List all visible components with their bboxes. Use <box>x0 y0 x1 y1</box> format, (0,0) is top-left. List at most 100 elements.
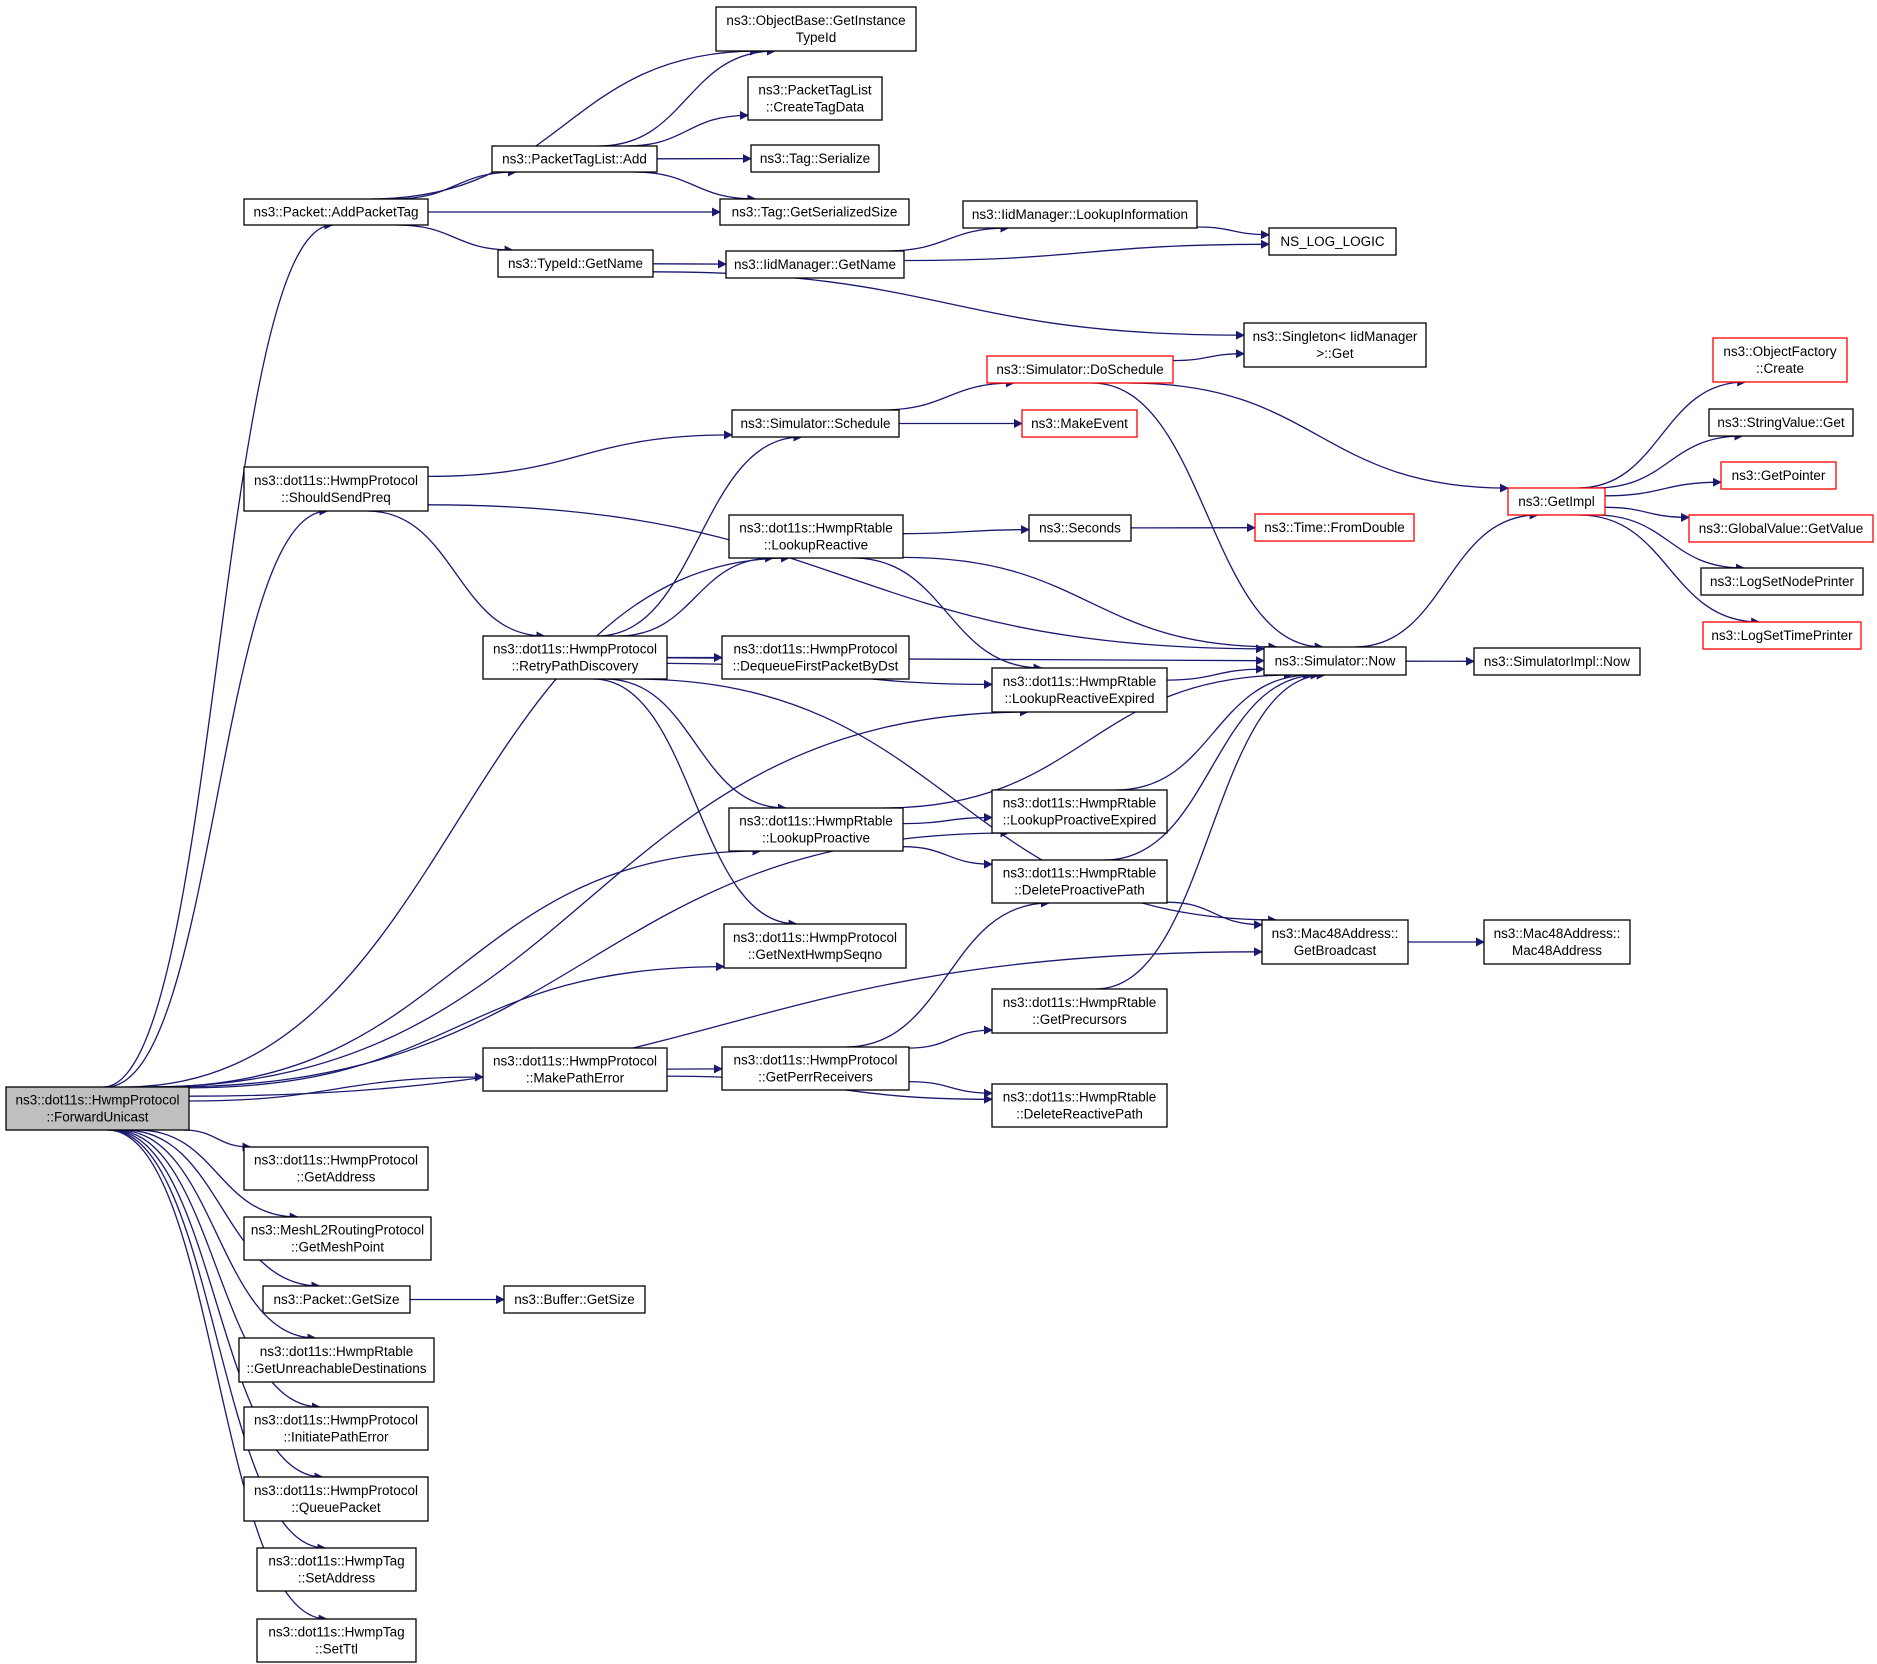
node-lookup-reactive-expired[interactable]: ns3::dot11s::HwmpRtable::LookupReactiveE… <box>991 667 1168 713</box>
edge-should_send_preq-to-simulator_schedule <box>427 430 733 478</box>
node-label-line: ::MakePathError <box>526 1071 625 1086</box>
node-label-line: ns3::dot11s::HwmpProtocol <box>15 1093 179 1108</box>
node-label-line: ns3::Mac48Address:: <box>1272 926 1399 941</box>
node-time-from-double[interactable]: ns3::Time::FromDouble <box>1254 513 1415 542</box>
edge-delete_proactive_path-to-simulator_now <box>1104 670 1320 861</box>
edge-get_impl-to-string_value_get <box>1594 431 1744 489</box>
node-lookup-proactive-expired[interactable]: ns3::dot11s::HwmpRtable::LookupProactive… <box>991 789 1168 834</box>
node-get-precursors[interactable]: ns3::dot11s::HwmpRtable::GetPrecursors <box>991 988 1168 1034</box>
edge-simulator_now-to-get_impl <box>1354 510 1539 648</box>
node-label-line: ::RetryPathDiscovery <box>512 659 639 674</box>
node-tag-get-serialized-size[interactable]: ns3::Tag::GetSerializedSize <box>719 198 910 226</box>
node-get-unreachable-destinations[interactable]: ns3::dot11s::HwmpRtable::GetUnreachableD… <box>238 1337 435 1383</box>
edge-do_schedule-to-get_impl <box>1128 382 1509 493</box>
node-log-set-node-printer[interactable]: ns3::LogSetNodePrinter <box>1700 567 1864 596</box>
node-buffer-get-size[interactable]: ns3::Buffer::GetSize <box>503 1285 646 1314</box>
edge-forward_unicast-to-hwmp_tag_set_ttl <box>107 1129 328 1624</box>
edge-packet_tag_list_add-to-tag_get_serialized_size <box>633 171 757 204</box>
node-initiate-path-error[interactable]: ns3::dot11s::HwmpProtocol::InitiatePathE… <box>243 1406 429 1451</box>
node-delete-reactive-path[interactable]: ns3::dot11s::HwmpRtable::DeleteReactiveP… <box>991 1083 1168 1128</box>
node-string-value-get[interactable]: ns3::StringValue::Get <box>1708 408 1854 437</box>
node-log-set-time-printer[interactable]: ns3::LogSetTimePrinter <box>1702 621 1862 650</box>
node-get-address[interactable]: ns3::dot11s::HwmpProtocol::GetAddress <box>243 1146 429 1191</box>
node-mac48-address[interactable]: ns3::Mac48Address::Mac48Address <box>1483 919 1631 965</box>
node-label-line: ::DeleteReactivePath <box>1016 1107 1143 1122</box>
node-box <box>728 514 904 559</box>
node-box <box>723 923 907 969</box>
node-singleton-get[interactable]: ns3::Singleton< IidManager >::Get <box>1243 322 1427 368</box>
node-global-value-get-value[interactable]: ns3::GlobalValue::GetValue <box>1688 514 1874 543</box>
node-label-line: ns3::IidManager::GetName <box>734 257 896 272</box>
node-iid-get-name[interactable]: ns3::IidManager::GetName <box>725 250 905 279</box>
node-box <box>747 76 883 121</box>
edge-forward_unicast-to-get_mesh_point <box>137 1129 299 1222</box>
edge-iid_get_name-to-ns_log_logic <box>903 239 1270 262</box>
node-hwmp-tag-set-ttl[interactable]: ns3::dot11s::HwmpTag::SetTtl <box>256 1618 417 1663</box>
edge-get_impl-to-get_pointer <box>1604 477 1722 497</box>
node-packet-get-size[interactable]: ns3::Packet::GetSize <box>262 1285 411 1314</box>
node-label-line: ns3::GetPointer <box>1732 468 1826 483</box>
edge-get_precursors-to-simulator_now <box>1095 670 1326 990</box>
node-box <box>243 466 429 512</box>
node-label-line: ::GetPrecursors <box>1032 1012 1127 1027</box>
node-box <box>721 635 910 680</box>
edge-get_impl-to-object_factory_create <box>1577 377 1747 489</box>
node-get-next-hwmp-seqno[interactable]: ns3::dot11s::HwmpProtocol::GetNextHwmpSe… <box>723 923 907 969</box>
node-get-mesh-point[interactable]: ns3::MeshL2RoutingProtocol::GetMeshPoint <box>243 1216 432 1261</box>
node-hwmp-tag-set-address[interactable]: ns3::dot11s::HwmpTag::SetAddress <box>256 1547 417 1592</box>
node-typeid-get-name[interactable]: ns3::TypeId::GetName <box>497 249 654 278</box>
node-box <box>497 249 654 278</box>
node-packet-tag-list-add[interactable]: ns3::PacketTagList::Add <box>491 145 658 173</box>
edge-forward_unicast-to-lookup_reactive <box>124 553 790 1088</box>
node-lookup-proactive[interactable]: ns3::dot11s::HwmpRtable::LookupProactive <box>728 807 904 852</box>
node-box <box>1700 567 1864 596</box>
node-lookup-reactive[interactable]: ns3::dot11s::HwmpRtable::LookupReactive <box>728 514 904 559</box>
node-box <box>731 409 900 438</box>
node-label-line: ::DeleteProactivePath <box>1014 883 1145 898</box>
node-retry-path-discovery[interactable]: ns3::dot11s::HwmpProtocol::RetryPathDisc… <box>482 635 668 680</box>
edge-forward_unicast-to-mac48_get_broadcast <box>188 947 1263 1097</box>
node-tag-serialize[interactable]: ns3::Tag::Serialize <box>750 144 880 173</box>
node-forward-unicast[interactable]: ns3::dot11s::HwmpProtocol::ForwardUnicas… <box>5 1086 190 1131</box>
node-get-impl[interactable]: ns3::GetImpl <box>1507 487 1606 516</box>
node-box <box>243 1406 429 1451</box>
node-queue-packet[interactable]: ns3::dot11s::HwmpProtocol::QueuePacket <box>243 1476 429 1522</box>
node-label-line: NS_LOG_LOGIC <box>1280 234 1385 249</box>
node-should-send-preq[interactable]: ns3::dot11s::HwmpProtocol::ShouldSendPre… <box>243 466 429 512</box>
node-make-path-error[interactable]: ns3::dot11s::HwmpProtocol::MakePathError <box>482 1047 668 1092</box>
edge-forward_unicast-to-get_unreachable_destinations <box>117 1129 317 1343</box>
node-do-schedule[interactable]: ns3::Simulator::DoSchedule <box>986 355 1174 384</box>
node-get-pointer[interactable]: ns3::GetPointer <box>1720 461 1837 490</box>
node-simulator-now[interactable]: ns3::Simulator::Now <box>1263 646 1407 676</box>
node-label-line: ns3::Buffer::GetSize <box>514 1292 635 1307</box>
node-label-line: ns3::GetImpl <box>1518 494 1595 509</box>
node-create-tag-data[interactable]: ns3::PacketTagList::CreateTagData <box>747 76 883 121</box>
node-ns-log-logic[interactable]: NS_LOG_LOGIC <box>1268 227 1397 256</box>
edge-retry_path_discovery-to-lookup_reactive <box>617 553 775 637</box>
node-label-line: ns3::Tag::GetSerializedSize <box>732 205 898 220</box>
edge-forward_unicast-to-should_send_preq <box>105 506 329 1088</box>
node-label-line: ::Create <box>1756 361 1804 376</box>
node-label-line: ns3::dot11s::HwmpTag <box>268 1625 404 1640</box>
node-label-line: ns3::ObjectBase::GetInstance <box>726 13 905 28</box>
node-delete-proactive-path[interactable]: ns3::dot11s::HwmpRtable::DeleteProactive… <box>991 859 1168 904</box>
edge-retry_path_discovery-to-mac48_get_broadcast <box>632 678 1278 925</box>
node-add-packet-tag[interactable]: ns3::Packet::AddPacketTag <box>243 198 429 226</box>
node-label-line: ns3::TypeId::GetName <box>508 256 643 271</box>
node-get-perr-receivers[interactable]: ns3::dot11s::HwmpProtocol::GetPerrReceiv… <box>721 1046 910 1091</box>
node-simulator-impl-now[interactable]: ns3::SimulatorImpl::Now <box>1473 647 1641 676</box>
node-make-event[interactable]: ns3::MakeEvent <box>1021 409 1138 438</box>
node-label-line: ns3::ObjectFactory <box>1723 344 1837 359</box>
edge-iid_get_name-to-iid_lookup_information <box>886 223 1010 252</box>
node-dequeue-first-packet[interactable]: ns3::dot11s::HwmpProtocol::DequeueFirstP… <box>721 635 910 680</box>
node-seconds[interactable]: ns3::Seconds <box>1028 514 1132 542</box>
node-box <box>503 1285 646 1314</box>
node-iid-lookup-information[interactable]: ns3::IidManager::LookupInformation <box>962 200 1198 229</box>
node-box <box>991 988 1168 1034</box>
node-object-factory-create[interactable]: ns3::ObjectFactory::Create <box>1712 337 1848 383</box>
node-box <box>725 250 905 279</box>
node-simulator-schedule[interactable]: ns3::Simulator::Schedule <box>731 409 900 438</box>
node-mac48-get-broadcast[interactable]: ns3::Mac48Address::GetBroadcast <box>1261 919 1409 965</box>
node-box <box>262 1285 411 1314</box>
